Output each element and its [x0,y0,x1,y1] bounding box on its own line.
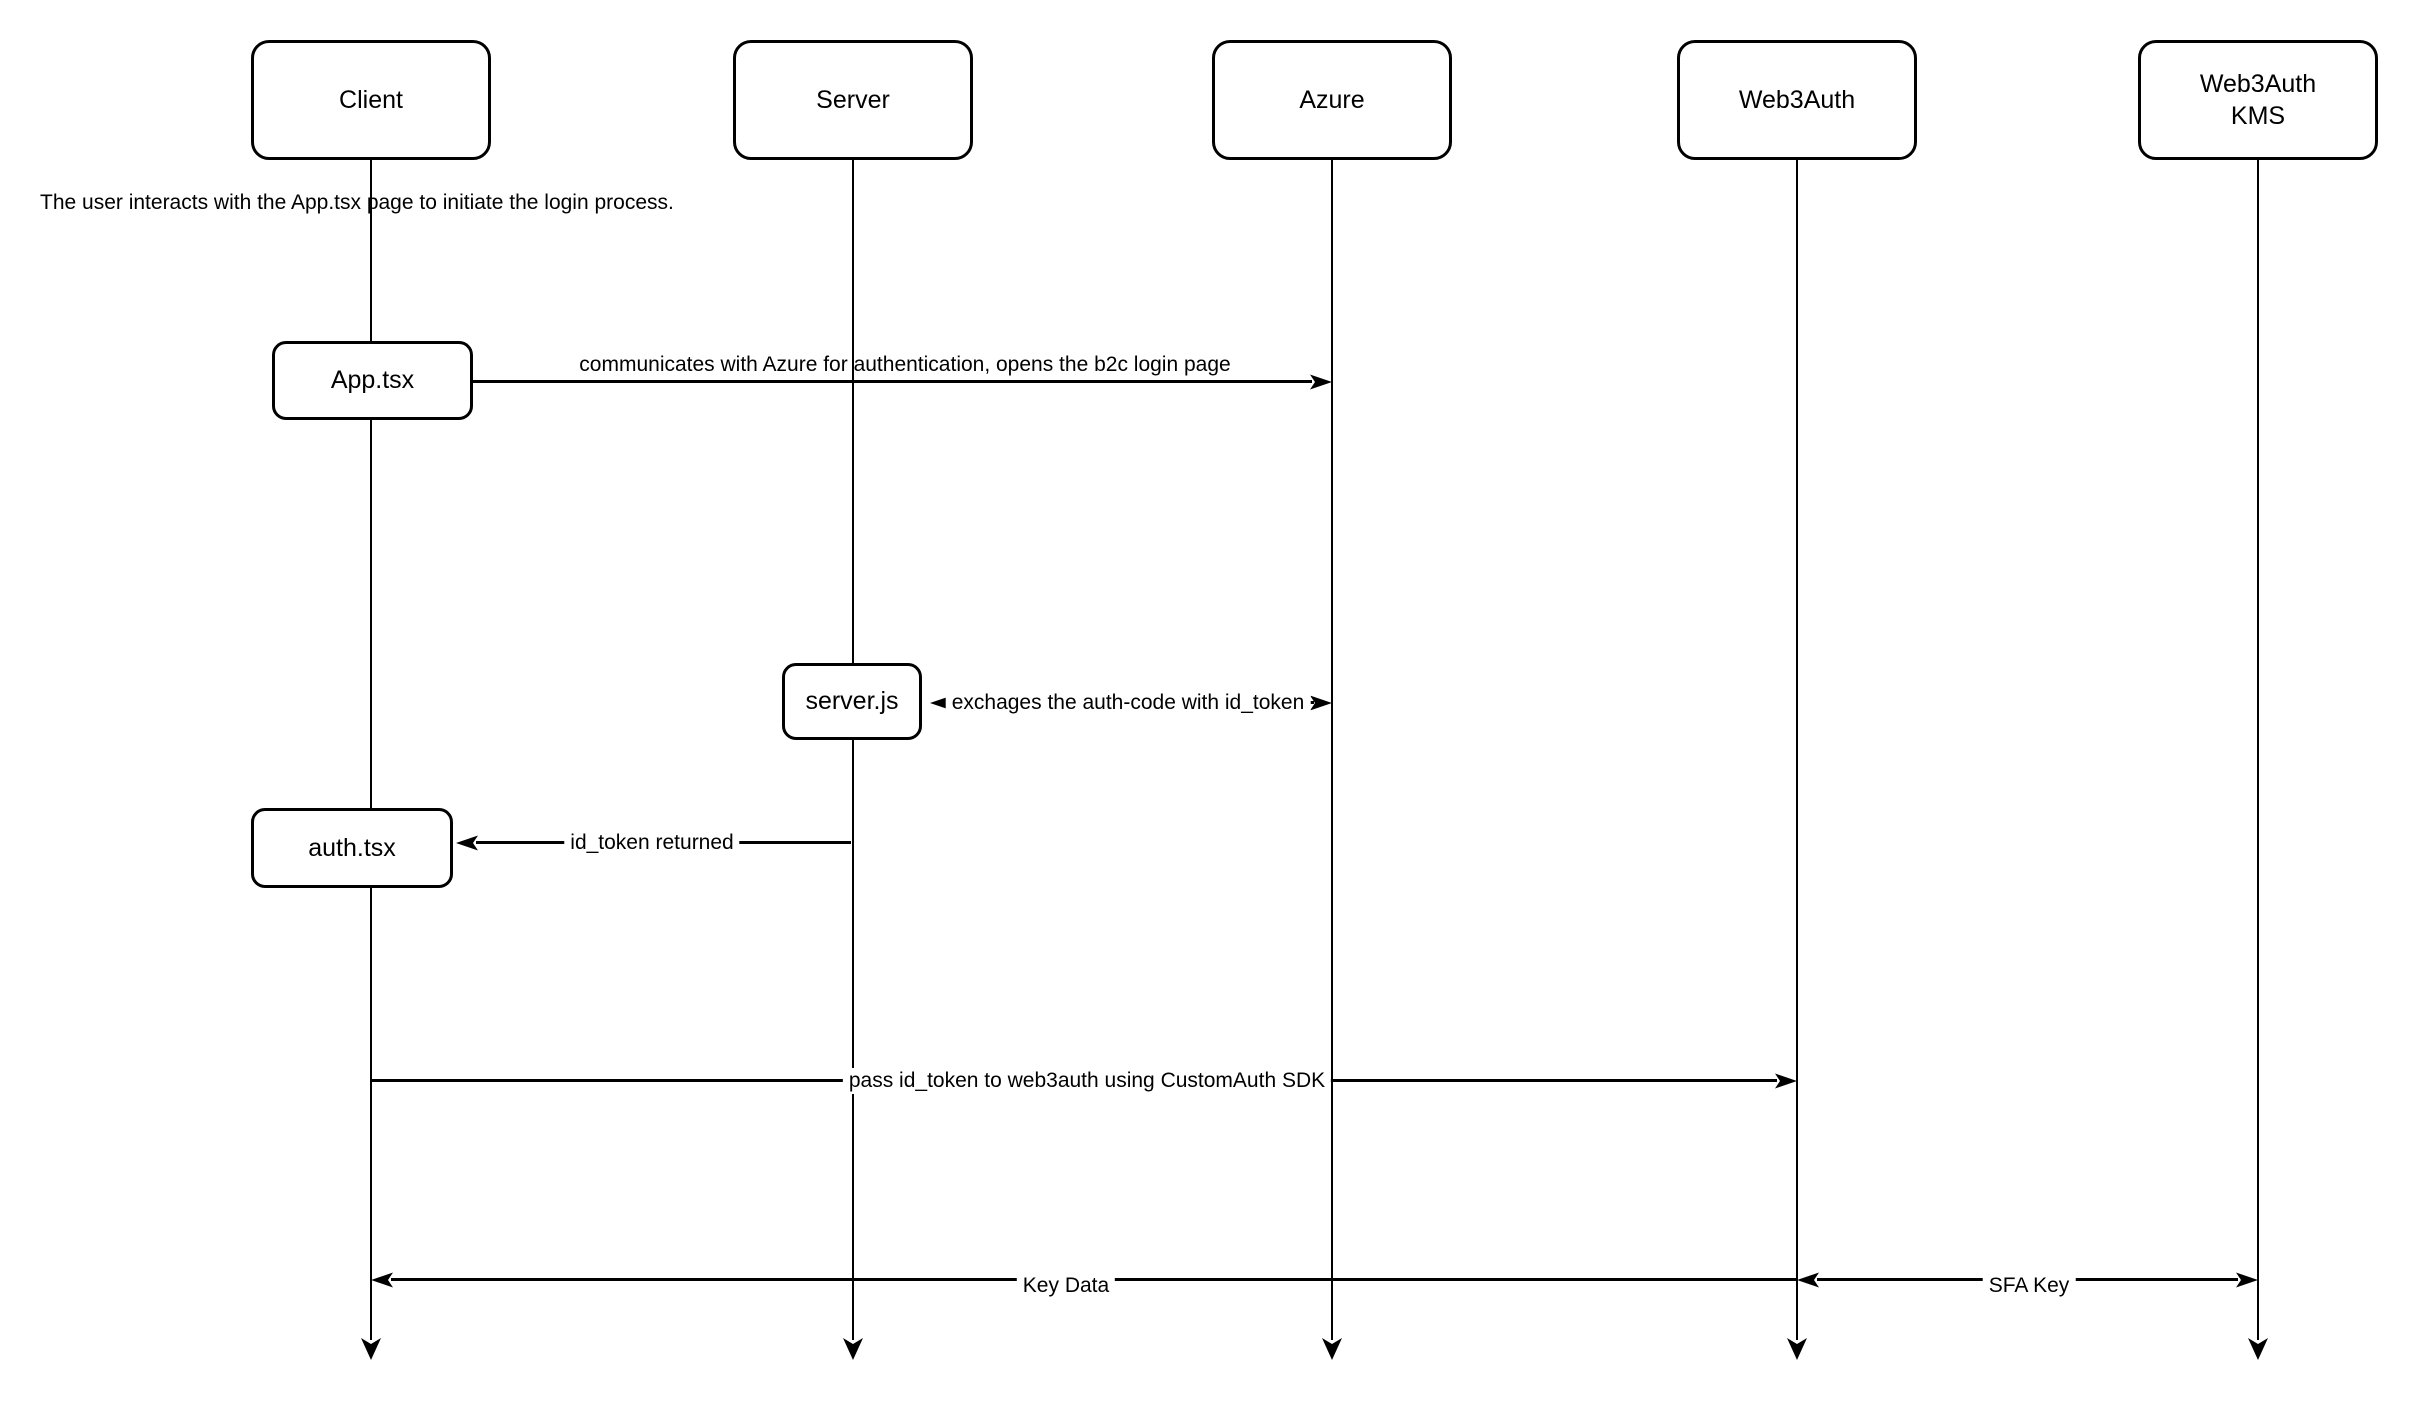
actor-server-label: Server [816,86,890,114]
lifeline-server [852,160,854,1340]
arrowhead-down-icon [1787,1338,1807,1360]
step-app-tsx: App.tsx [272,341,473,420]
arrowhead-down-icon [1322,1338,1342,1360]
arrowhead-left-icon [456,835,478,851]
actor-client: Client [251,40,491,160]
arrowhead-right-icon [1775,1073,1797,1089]
step-auth-tsx-label: auth.tsx [308,833,396,862]
actor-web3auth: Web3Auth [1677,40,1917,160]
message-1-label: communicates with Azure for authenticati… [579,353,1231,376]
message-4-label: pass id_token to web3auth using CustomAu… [842,1068,1332,1094]
message-1-line [473,380,1312,383]
lifeline-azure [1331,160,1333,1340]
arrowhead-down-icon [843,1338,863,1360]
arrowhead-right-icon [1310,695,1332,711]
actor-web3auth-label: Web3Auth [1738,86,1856,114]
message-3-label: id_token returned [564,830,740,856]
step-auth-tsx: auth.tsx [251,808,453,888]
lifeline-client [370,160,372,1340]
actor-web3auth-kms: Web3Auth KMS [2138,40,2378,160]
step-app-tsx-label: App.tsx [330,366,415,394]
arrowhead-left-icon [371,1272,393,1288]
arrowhead-left-icon [1797,1272,1819,1288]
actor-azure-label: Azure [1299,86,1365,114]
arrowhead-right-icon [2236,1272,2258,1288]
lifeline-web3auth-kms [2257,160,2259,1340]
actor-client-label: Client [339,86,403,114]
message-5-label: Key Data [1016,1273,1116,1299]
step-server-js-label: server.js [805,687,899,715]
arrowhead-right-icon [1310,374,1332,390]
arrowhead-down-icon [361,1338,381,1360]
note-login-process: The user interacts with the App.tsx page… [40,191,674,214]
message-2-label: exchages the auth-code with id_token [945,690,1311,716]
message-6-label: SFA Key [1982,1273,2076,1299]
actor-web3auth-kms-label: Web3Auth KMS [2199,70,2317,130]
actor-azure: Azure [1212,40,1452,160]
step-server-js: server.js [782,663,922,740]
arrowhead-down-icon [2248,1338,2268,1360]
actor-server: Server [733,40,973,160]
lifeline-web3auth [1796,160,1798,1340]
